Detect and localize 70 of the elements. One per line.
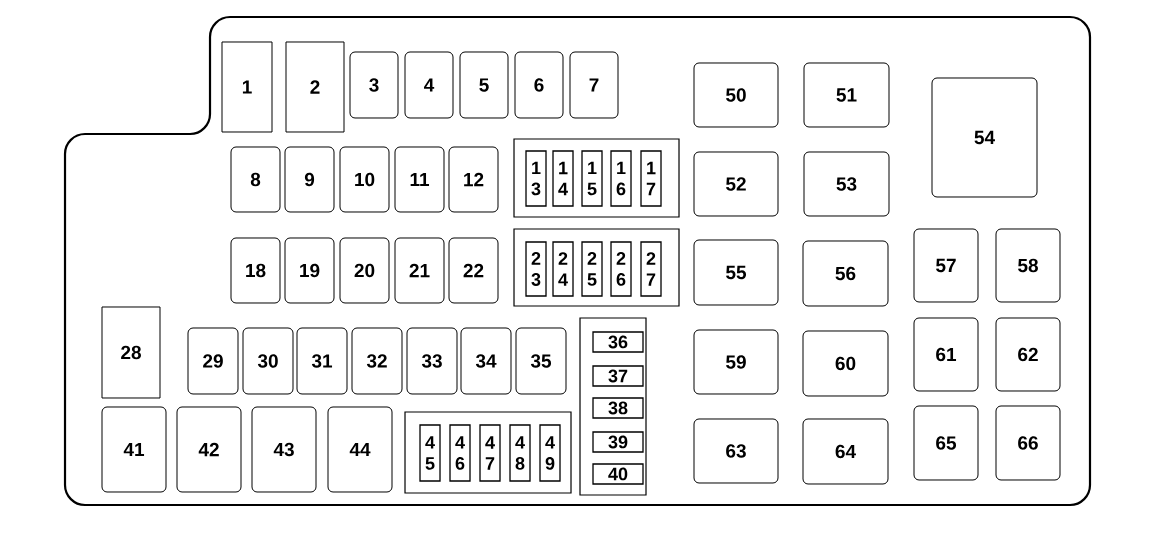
fuse-slot: 1 <box>221 41 273 133</box>
fuse-block-frame <box>513 138 680 218</box>
fuse-slot: 20 <box>339 237 390 304</box>
fuse-slot: 35 <box>515 327 567 395</box>
fuse-slot: 60 <box>802 330 889 397</box>
fuse-slot: 55 <box>693 239 779 306</box>
fuse-slot: 41 <box>101 406 167 493</box>
fuse-slot: 50 <box>693 62 779 128</box>
fuse-slot: 8 <box>230 146 281 213</box>
mini-fuse: 4 8 <box>509 424 531 482</box>
mini-fuse: 39 <box>592 431 644 453</box>
fuse-slot: 28 <box>101 306 161 399</box>
mini-fuse: 2 6 <box>610 241 632 297</box>
fuse-slot: 2 <box>285 41 345 133</box>
fuse-slot: 52 <box>693 151 779 217</box>
fuse-slot: 43 <box>251 406 317 493</box>
fuse-slot: 51 <box>803 62 890 128</box>
fuse-slot: 30 <box>242 327 294 395</box>
fuse-slot: 9 <box>284 146 335 213</box>
fuse-block-frame <box>579 317 647 496</box>
mini-fuse: 2 5 <box>581 241 603 297</box>
fuse-slot: 66 <box>995 405 1061 481</box>
fuse-slot: 5 <box>459 51 509 119</box>
fuse-slot: 6 <box>514 51 564 119</box>
fuse-slot: 21 <box>394 237 445 304</box>
fuse-block-frame <box>404 411 572 494</box>
fuse-slot: 59 <box>693 329 779 395</box>
fuse-slot: 3 <box>349 51 399 119</box>
mini-fuse: 4 6 <box>449 424 471 482</box>
fuse-slot: 61 <box>913 317 979 392</box>
mini-fuse: 2 7 <box>640 241 662 297</box>
fuse-slot: 18 <box>230 237 281 304</box>
fuse-slot: 56 <box>802 240 889 307</box>
fuse-slot: 29 <box>187 327 239 395</box>
mini-fuse: 1 3 <box>525 150 547 207</box>
fuse-slot: 63 <box>693 418 779 484</box>
fuse-slot: 10 <box>339 146 390 213</box>
fuse-slot: 31 <box>296 327 348 395</box>
mini-fuse: 1 5 <box>581 150 603 207</box>
fuse-slot: 53 <box>803 151 890 217</box>
mini-fuse: 1 7 <box>640 150 662 207</box>
fuse-slot: 4 <box>404 51 454 119</box>
mini-fuse: 2 3 <box>525 241 547 297</box>
mini-fuse: 36 <box>592 331 644 353</box>
fuse-slot: 33 <box>406 327 458 395</box>
fuse-slot: 32 <box>351 327 403 395</box>
mini-fuse: 4 7 <box>479 424 501 482</box>
fuse-slot: 22 <box>448 237 499 304</box>
fuse-slot: 34 <box>460 327 512 395</box>
fuse-slot: 44 <box>327 406 393 493</box>
mini-fuse: 4 5 <box>419 424 441 482</box>
mini-fuse: 38 <box>592 397 644 419</box>
fuse-slot: 11 <box>394 146 445 213</box>
fuse-slot: 19 <box>284 237 335 304</box>
mini-fuse: 37 <box>592 365 644 387</box>
mini-fuse: 2 4 <box>552 241 574 297</box>
mini-fuse: 4 9 <box>539 424 561 482</box>
mini-fuse: 1 6 <box>610 150 632 207</box>
fuse-slot: 12 <box>448 146 499 213</box>
fuse-slot: 62 <box>995 317 1061 392</box>
fuse-slot: 65 <box>913 405 979 481</box>
mini-fuse: 40 <box>592 463 644 485</box>
fuse-block-frame <box>513 228 680 307</box>
mini-fuse: 1 4 <box>552 150 574 207</box>
fuse-slot: 7 <box>569 51 619 119</box>
fuse-slot: 42 <box>176 406 242 493</box>
fuse-slot: 58 <box>995 228 1061 303</box>
fuse-slot: 57 <box>913 228 979 303</box>
fuse-slot: 54 <box>931 77 1038 198</box>
fuse-slot: 64 <box>802 418 889 485</box>
